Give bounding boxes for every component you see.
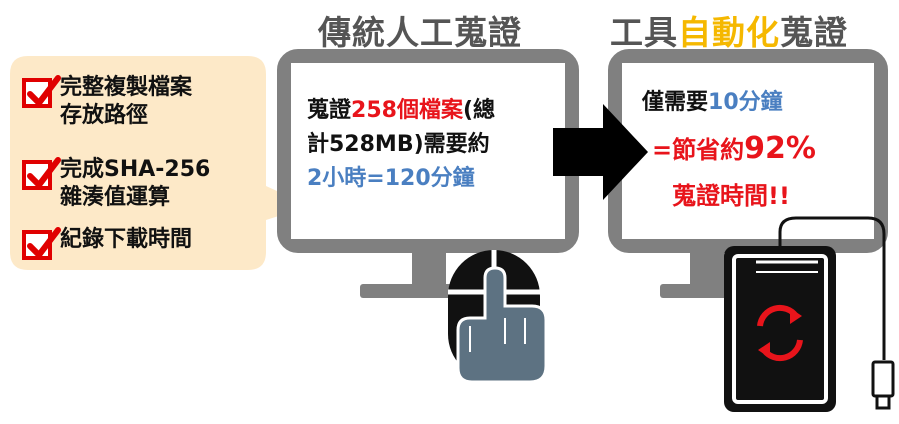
speech-bubble [10, 56, 310, 270]
automated-title-part2: 蒐證 [780, 13, 848, 52]
traditional-duration: 2小時=120分鐘 [307, 166, 475, 191]
savings-caption: 蒐證時間!! [672, 182, 790, 210]
checklist-item-sha256-line1: 完成SHA-256 [60, 157, 211, 182]
automated-title-part1: 工具 [610, 13, 678, 52]
traditional-line1: 蒐證258個檔案(總 [307, 98, 496, 123]
checklist-item-copy-files: 完整複製檔案 存放路徑 [22, 74, 192, 130]
checklist-item-download-time-line1: 紀錄下載時間 [60, 227, 193, 252]
automated-title: 工具自動化蒐證 [610, 6, 848, 54]
mouse-hand-icon [448, 250, 548, 384]
checklist-item-download-time: 紀錄下載時間 [22, 226, 192, 260]
automated-duration-highlight: 10分鐘 [708, 90, 783, 115]
traditional-title: 傳統人工蒐證 [318, 13, 522, 52]
arrow-icon [553, 104, 648, 200]
checklist-item-sha256-line2: 雜湊值運算 [60, 185, 171, 210]
checkbox-checked-icon [22, 227, 61, 260]
traditional-screen-text: 蒐證258個檔案(總 計528MB)需要約 2小時=120分鐘 [307, 94, 495, 196]
checkbox-checked-icon [22, 75, 61, 108]
automated-duration-line: 僅需要10分鐘 [642, 90, 783, 115]
checklist-item-copy-files-line2: 存放路徑 [60, 103, 149, 128]
savings-line: =節省約92% [652, 131, 816, 166]
checklist-item-sha256: 完成SHA-256 雜湊值運算 [22, 156, 210, 212]
external-drive-icon [724, 216, 895, 412]
traditional-line2: 計528MB)需要約 [307, 132, 490, 157]
savings-percent: 92% [744, 131, 816, 166]
checkbox-checked-icon [22, 157, 61, 190]
automated-title-highlight: 自動化 [678, 13, 780, 52]
checklist-item-copy-files-line1: 完整複製檔案 [60, 75, 193, 100]
file-count-highlight: 258個檔案 [351, 98, 463, 123]
